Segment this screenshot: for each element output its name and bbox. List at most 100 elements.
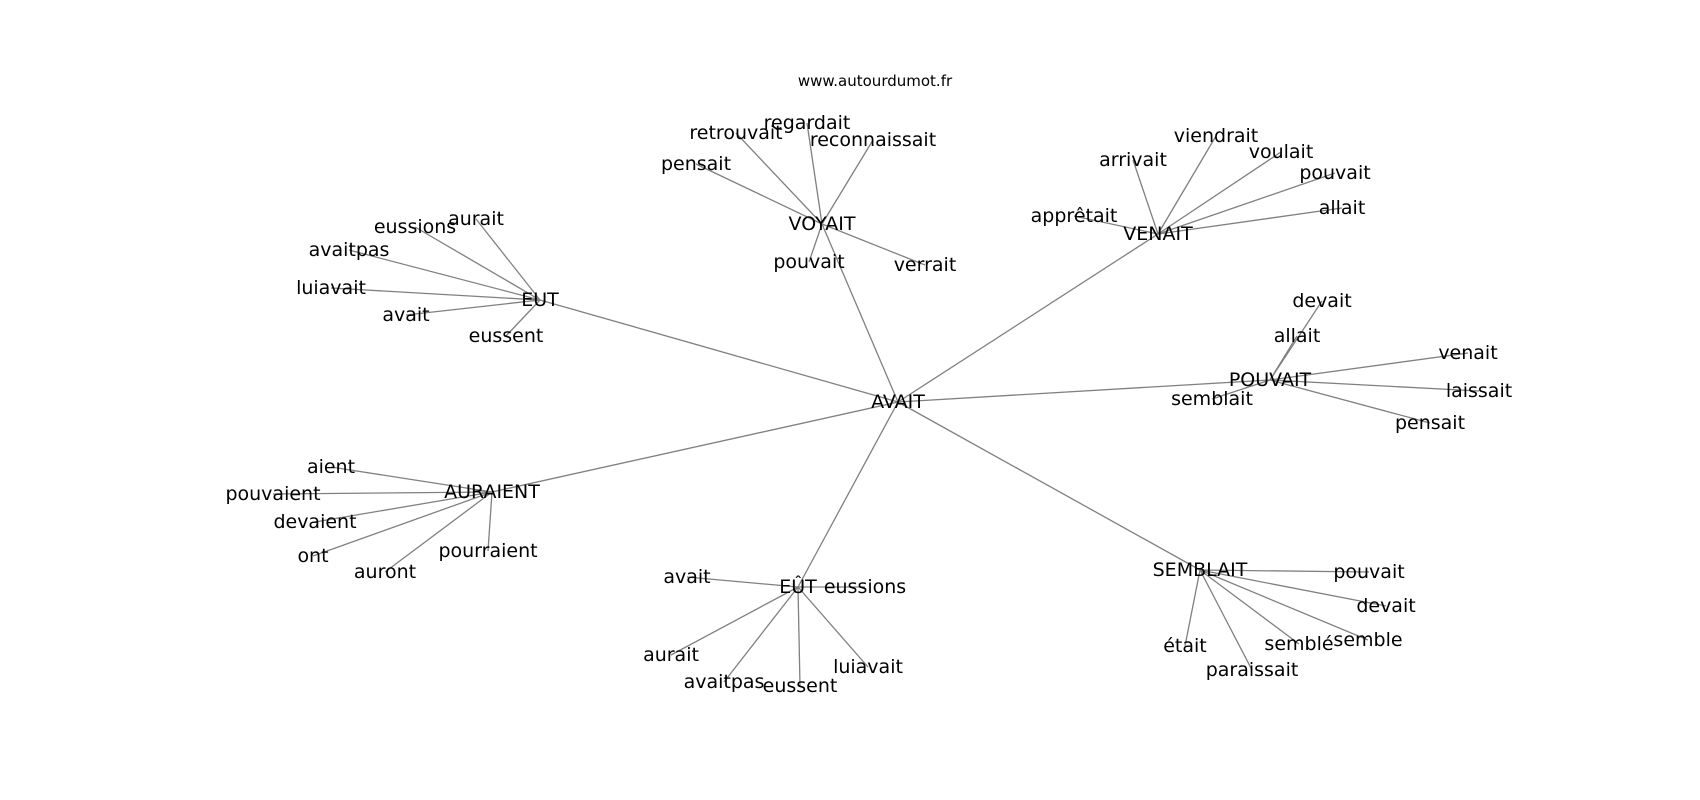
edge-semblait-0 bbox=[1199, 569, 1370, 573]
edge-pouvait-5 bbox=[1211, 379, 1271, 400]
hub-node-eut2: EÛT bbox=[779, 574, 817, 598]
source-url: www.autourdumot.fr bbox=[797, 72, 953, 90]
word-node: semblait bbox=[1171, 388, 1253, 410]
edge-voyait-5 bbox=[821, 223, 926, 266]
word-node: voulait bbox=[1249, 141, 1314, 163]
hub-node-eut: EUT bbox=[521, 289, 559, 311]
edge-auraient-5 bbox=[487, 491, 493, 552]
word-node: avaitpas bbox=[684, 671, 765, 693]
word-node: aurait bbox=[448, 208, 504, 230]
hub-node-auraient: AURAIENT bbox=[444, 481, 540, 503]
edge-auraient-3 bbox=[312, 491, 493, 557]
word-node: venait bbox=[1438, 342, 1497, 364]
word-node: était bbox=[1163, 635, 1207, 657]
word-node: pouvaient bbox=[225, 483, 320, 505]
edge-auraient-0 bbox=[330, 466, 493, 493]
edge-eut-4 bbox=[405, 299, 541, 316]
word-node: eussions bbox=[824, 576, 906, 598]
word-node: viendrait bbox=[1174, 125, 1259, 147]
word-node: devaient bbox=[273, 511, 356, 533]
edge-auraient-1 bbox=[272, 491, 493, 495]
edge-semblait-1 bbox=[1199, 569, 1387, 607]
edge-center-auraient bbox=[491, 401, 899, 493]
edge-pouvait-2 bbox=[1269, 352, 1469, 381]
word-node: aurait bbox=[643, 644, 699, 666]
edge-semblait-2 bbox=[1199, 569, 1369, 641]
word-node: devait bbox=[1292, 290, 1351, 312]
word-node: avait bbox=[382, 304, 429, 326]
word-node: semble bbox=[1333, 629, 1402, 651]
word-node: allait bbox=[1274, 325, 1321, 347]
word-node: avaitpas bbox=[309, 239, 390, 261]
word-node: aient bbox=[307, 456, 355, 478]
word-node: eussent bbox=[469, 325, 544, 347]
edge-venait-1 bbox=[1132, 159, 1159, 235]
edge-eut2-0 bbox=[686, 576, 799, 588]
hub-node-venait: VENAIT bbox=[1123, 223, 1193, 245]
edge-venait-3 bbox=[1157, 172, 1336, 235]
edge-eut-1 bbox=[414, 226, 541, 301]
edge-pouvait-1 bbox=[1269, 335, 1298, 381]
edge-semblait-4 bbox=[1184, 569, 1201, 647]
word-node: paraissait bbox=[1206, 659, 1299, 681]
word-node: pensait bbox=[661, 153, 731, 175]
edge-pouvait-4 bbox=[1269, 379, 1431, 424]
edge-auraient-2 bbox=[314, 491, 493, 523]
hub-node-semblait: SEMBLAIT bbox=[1153, 559, 1248, 581]
edge-eut2-3 bbox=[723, 586, 799, 683]
word-node: ont bbox=[297, 545, 328, 567]
edge-venait-5 bbox=[1073, 215, 1159, 235]
word-node: pouvait bbox=[773, 251, 844, 273]
edge-semblait-3 bbox=[1199, 569, 1300, 645]
edge-auraient-4 bbox=[384, 491, 493, 573]
edge-eut-2 bbox=[348, 249, 541, 301]
edge-eut2-5 bbox=[797, 586, 869, 668]
word-node: allait bbox=[1319, 197, 1366, 219]
edge-eut-3 bbox=[330, 287, 541, 301]
word-node: pensait bbox=[1395, 412, 1465, 434]
word-node: eussent bbox=[763, 675, 838, 697]
hub-node-voyait: VOYAIT bbox=[789, 213, 856, 235]
graph-edges bbox=[272, 122, 1480, 687]
word-node: regardait bbox=[764, 112, 851, 134]
edge-voyait-0 bbox=[806, 122, 823, 225]
edge-semblait-5 bbox=[1199, 569, 1253, 671]
word-node: semblé bbox=[1264, 633, 1333, 655]
edge-eut2-4 bbox=[797, 586, 801, 687]
edge-center-eut2 bbox=[797, 401, 899, 588]
edge-voyait-1 bbox=[735, 132, 823, 225]
hub-node-pouvait: POUVAIT bbox=[1229, 369, 1312, 391]
edge-center-eut bbox=[539, 299, 899, 403]
edge-center-venait bbox=[897, 233, 1159, 403]
word-node: pourraient bbox=[438, 540, 537, 562]
word-node: avait bbox=[663, 566, 710, 588]
edge-center-voyait bbox=[821, 223, 899, 403]
word-node: retrouvait bbox=[689, 122, 782, 144]
word-node: apprêtait bbox=[1031, 205, 1118, 227]
edge-eut-5 bbox=[505, 299, 541, 337]
edge-pouvait-3 bbox=[1269, 379, 1480, 392]
edge-venait-2 bbox=[1157, 151, 1282, 235]
edge-venait-0 bbox=[1157, 135, 1217, 235]
word-node: luiavait bbox=[296, 277, 366, 299]
graph-labels: AVAITEUTauraiteussionsavaitpasluiavaitav… bbox=[225, 112, 1512, 697]
word-node: auront bbox=[354, 561, 416, 583]
edge-eut2-2 bbox=[670, 586, 799, 656]
edge-center-semblait bbox=[897, 401, 1201, 571]
word-node: pouvait bbox=[1299, 162, 1370, 184]
word-node: eussions bbox=[374, 216, 456, 238]
edge-voyait-3 bbox=[695, 163, 823, 225]
word-node: luiavait bbox=[833, 656, 903, 678]
edge-eut-0 bbox=[475, 218, 541, 301]
edge-voyait-4 bbox=[808, 223, 823, 263]
edge-voyait-2 bbox=[821, 139, 874, 225]
word-node: arrivait bbox=[1099, 149, 1167, 171]
edge-center-pouvait bbox=[897, 379, 1271, 403]
word-node: reconnaissait bbox=[810, 129, 936, 151]
word-node: verrait bbox=[894, 254, 957, 276]
center-node: AVAIT bbox=[871, 391, 925, 413]
word-node: devait bbox=[1356, 595, 1415, 617]
word-node: laissait bbox=[1446, 380, 1512, 402]
word-node: pouvait bbox=[1333, 561, 1404, 583]
